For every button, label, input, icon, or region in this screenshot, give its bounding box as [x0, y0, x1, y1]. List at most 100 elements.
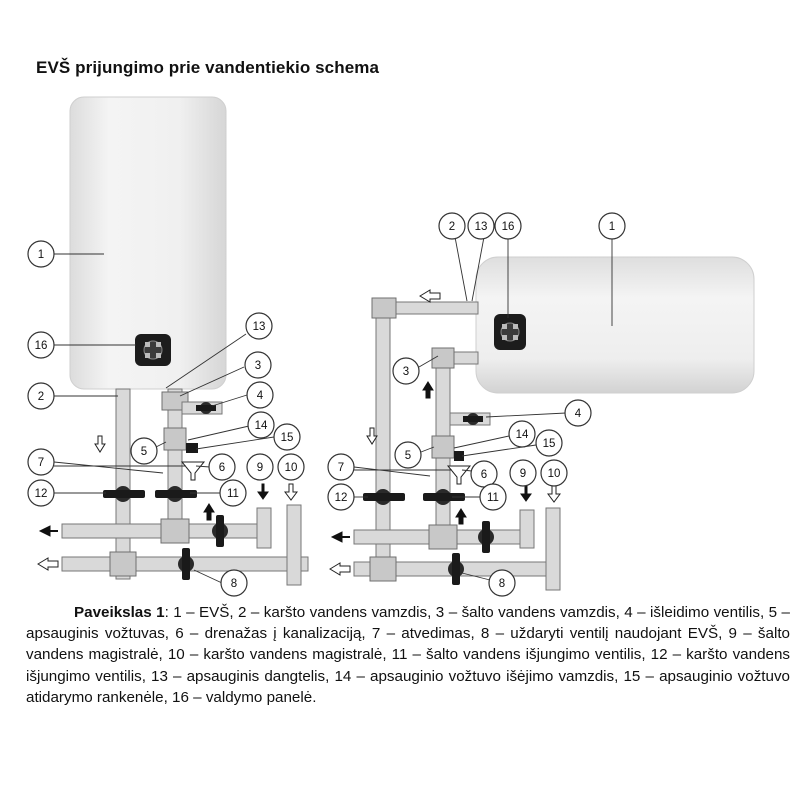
drain-valve[interactable] [463, 413, 483, 425]
cold-water-shutoff-valve[interactable] [423, 489, 465, 505]
svg-text:6: 6 [219, 462, 225, 474]
main-hot-valve[interactable] [448, 553, 464, 585]
arrow-left-outline-icon [419, 289, 441, 303]
arrow-left-outline-icon [37, 557, 59, 571]
callout-7: 7 [27, 448, 55, 476]
cold-water-shutoff-valve[interactable] [155, 486, 197, 502]
callout-2: 2 [27, 382, 55, 410]
callout-7: 7 [327, 453, 355, 481]
safety-valve-handle[interactable] [186, 443, 198, 453]
svg-text:2: 2 [38, 391, 44, 403]
svg-text:16: 16 [502, 221, 515, 233]
callout-15: 15 [273, 423, 301, 451]
callout-14: 14 [508, 420, 536, 448]
callout-6: 6 [470, 460, 498, 488]
callout-10: 10 [540, 459, 568, 487]
hot-water-shutoff-valve[interactable] [103, 486, 145, 502]
callout-4: 4 [246, 381, 274, 409]
leader-lines [53, 236, 613, 584]
callout-11: 11 [219, 479, 247, 507]
arrow-up-solid-icon [422, 381, 434, 399]
svg-text:13: 13 [253, 321, 266, 333]
callout-5: 5 [394, 441, 422, 469]
control-panel-icon [135, 334, 171, 366]
svg-text:12: 12 [335, 492, 348, 504]
svg-text:9: 9 [257, 462, 263, 474]
callout-8: 8 [488, 569, 516, 597]
arrow-down-outline-icon [547, 485, 561, 503]
callout-15: 15 [535, 429, 563, 457]
svg-text:14: 14 [516, 429, 529, 441]
hot-water-shutoff-valve[interactable] [363, 489, 405, 505]
callout-3: 3 [392, 357, 420, 385]
arrow-up-solid-icon [203, 503, 215, 521]
callout-9: 9 [509, 459, 537, 487]
callout-13: 13 [245, 312, 273, 340]
arrow-down-solid-icon [520, 485, 532, 502]
callout-13: 13 [467, 212, 495, 240]
arrow-down-outline-icon [284, 483, 298, 501]
arrow-left-outline-icon [329, 562, 351, 576]
svg-text:6: 6 [481, 469, 487, 481]
callout-4: 4 [564, 399, 592, 427]
svg-text:1: 1 [609, 221, 615, 233]
callout-14: 14 [247, 411, 275, 439]
svg-text:11: 11 [487, 492, 499, 504]
drain-funnel-icon [446, 465, 472, 485]
main-cold-valve[interactable] [478, 521, 494, 553]
svg-text:14: 14 [255, 420, 268, 432]
drain-valve[interactable] [196, 402, 216, 414]
svg-text:7: 7 [38, 457, 44, 469]
svg-text:5: 5 [141, 446, 147, 458]
main-hot-valve[interactable] [178, 548, 194, 580]
page-title: EVŠ prijungimo prie vandentiekio schema [36, 58, 380, 77]
drain-funnel-icon [180, 461, 206, 481]
svg-text:10: 10 [548, 468, 561, 480]
svg-text:16: 16 [35, 340, 48, 352]
callout-8: 8 [220, 569, 248, 597]
horizontal-water-heater [475, 256, 755, 394]
callout-1: 1 [598, 212, 626, 240]
callout-2: 2 [438, 212, 466, 240]
vertical-water-heater [69, 96, 227, 390]
safety-valve-handle[interactable] [454, 451, 464, 461]
figure-caption: Paveikslas 1: 1 – EVŠ, 2 – karšto vanden… [26, 602, 790, 708]
callout-16: 16 [27, 331, 55, 359]
svg-text:4: 4 [257, 390, 264, 402]
callout-12: 12 [327, 483, 355, 511]
svg-text:10: 10 [285, 462, 298, 474]
callout-6: 6 [208, 453, 236, 481]
caption-text: : 1 – EVŠ, 2 – karšto vandens vamzdis, 3… [26, 604, 790, 706]
horizontal-heater-group [329, 256, 755, 591]
vertical-heater-group [37, 96, 309, 586]
svg-text:15: 15 [281, 432, 294, 444]
svg-text:5: 5 [405, 450, 411, 462]
arrow-down-solid-icon [257, 483, 269, 500]
svg-text:11: 11 [227, 488, 239, 500]
main-cold-valve[interactable] [212, 515, 228, 547]
svg-text:13: 13 [475, 221, 488, 233]
arrow-left-solid-icon [38, 525, 51, 537]
arrow-left-solid-icon [330, 531, 343, 543]
connection-diagram: 1 16 2 13 3 4 14 15 5 6 7 9 10 12 11 8 2… [27, 96, 755, 597]
svg-text:4: 4 [575, 408, 582, 420]
svg-text:12: 12 [35, 488, 48, 500]
hot-water-pipe [115, 388, 131, 580]
svg-text:2: 2 [449, 221, 455, 233]
svg-text:1: 1 [38, 249, 44, 261]
svg-text:9: 9 [520, 468, 526, 480]
svg-text:8: 8 [499, 578, 505, 590]
callout-16: 16 [494, 212, 522, 240]
callout-1: 1 [27, 240, 55, 268]
callout-3: 3 [244, 351, 272, 379]
callout-11: 11 [479, 483, 507, 511]
arrow-up-solid-icon [455, 508, 467, 525]
svg-text:8: 8 [231, 578, 237, 590]
callout-12: 12 [27, 479, 55, 507]
svg-text:15: 15 [543, 438, 556, 450]
callout-9: 9 [246, 453, 274, 481]
svg-text:3: 3 [403, 366, 409, 378]
svg-text:3: 3 [255, 360, 261, 372]
arrow-down-outline-icon [94, 435, 106, 453]
arrow-down-outline-icon [366, 427, 378, 445]
